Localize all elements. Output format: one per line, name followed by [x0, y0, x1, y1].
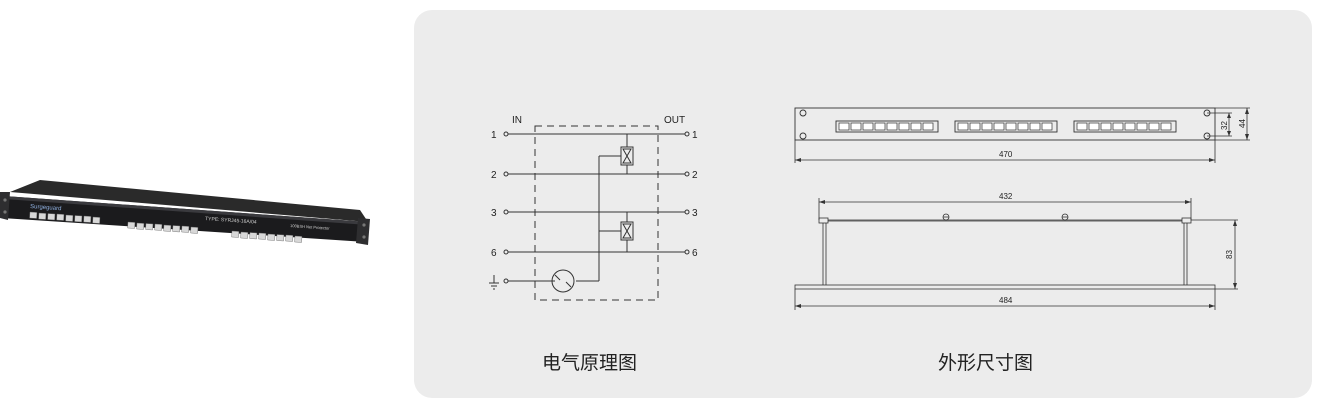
- left-pin-1: 1: [491, 130, 497, 141]
- desc-label: 100BSH Net Protector: [290, 223, 330, 231]
- left-pin-6: 6: [491, 248, 497, 259]
- right-pin-2: 2: [692, 170, 698, 181]
- diagram-panel: [414, 10, 1312, 398]
- dimension-drawing: 470 44 32 432 83 484: [794, 107, 1250, 310]
- out-label: OUT: [664, 115, 685, 126]
- dim-470: 470: [999, 150, 1013, 159]
- type-label: TYPE: SYRJ45-16A/04: [205, 216, 257, 226]
- left-pin-3: 3: [491, 208, 497, 219]
- left-pin-2: 2: [491, 170, 497, 181]
- product-photo: Surgeguard TYPE: SYRJ45-16A/04 100BSH Ne…: [0, 180, 370, 245]
- dim-32: 32: [1220, 121, 1229, 130]
- dim-44: 44: [1238, 119, 1247, 128]
- brand-label: Surgeguard: [30, 204, 62, 212]
- dim-432: 432: [999, 192, 1013, 201]
- dim-484: 484: [999, 296, 1013, 305]
- dimension-caption: 外形尺寸图: [938, 352, 1034, 374]
- schematic-caption: 电气原理图: [542, 352, 638, 374]
- in-label: IN: [512, 115, 522, 126]
- right-pin-1: 1: [692, 130, 698, 141]
- right-pin-3: 3: [692, 208, 698, 219]
- electrical-schematic: IN OUT 1 2 3 6 1 2 3 6: [489, 115, 698, 301]
- right-pin-6: 6: [692, 248, 698, 259]
- dim-83: 83: [1225, 250, 1234, 259]
